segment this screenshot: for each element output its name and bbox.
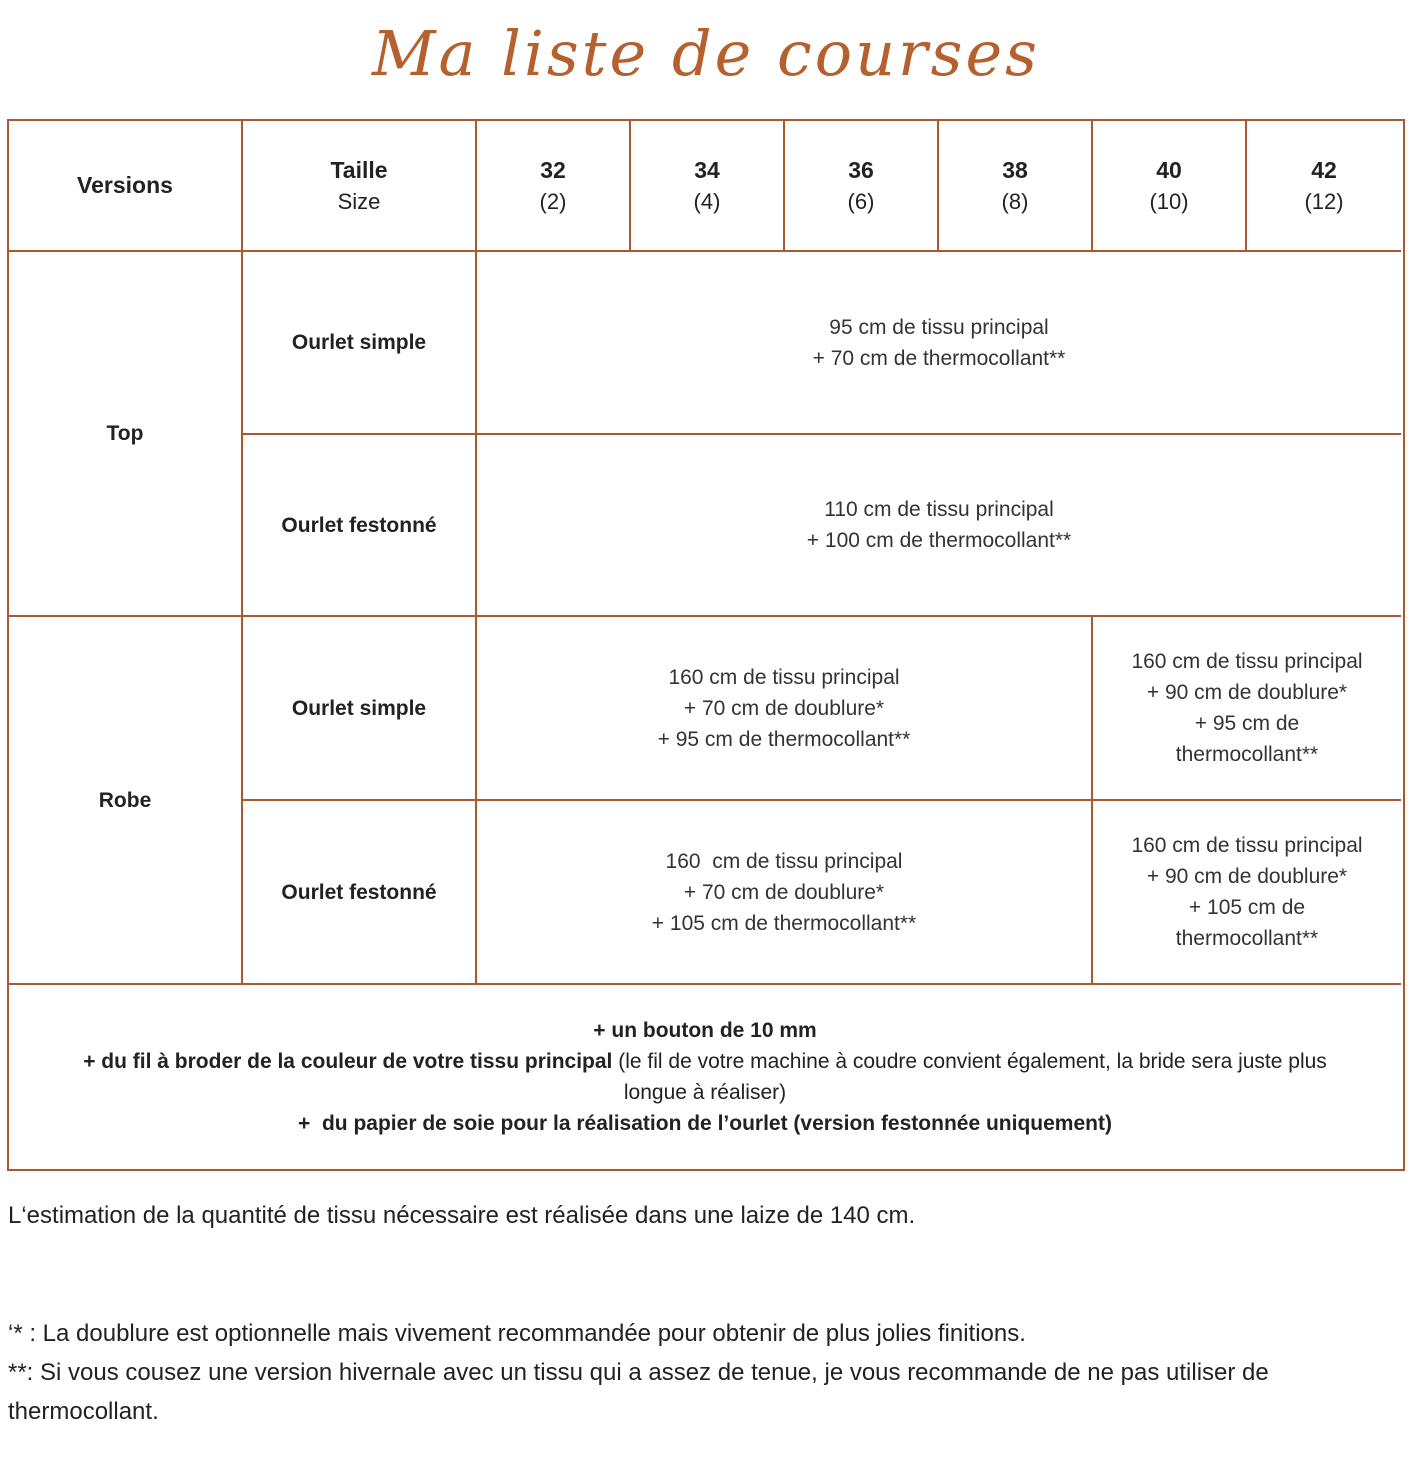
- top-festonne-quantities: 110 cm de tissu principal + 100 cm de th…: [477, 435, 1401, 617]
- size-fr: 38: [1002, 156, 1028, 183]
- fabric-width-note: L‘estimation de la quantité de tissu néc…: [8, 1202, 916, 1229]
- header-size-38: 38 (8): [939, 121, 1093, 252]
- size-us: (6): [847, 188, 875, 214]
- size-fr: 36: [848, 156, 874, 183]
- robe-festonne-quantities-small: 160 cm de tissu principal + 70 cm de dou…: [477, 801, 1093, 985]
- size-fr: 32: [540, 156, 566, 183]
- version-robe: Robe: [9, 617, 243, 985]
- size-fr: 40: [1156, 156, 1182, 183]
- quantity-line: + 105 cm de thermocollant**: [651, 911, 917, 935]
- size-fr: 34: [694, 156, 720, 183]
- robe-simple-label: Ourlet simple: [243, 617, 477, 801]
- robe-simple-quantities-large: 160 cm de tissu principal + 90 cm de dou…: [1093, 617, 1401, 801]
- quantity-line: + 100 cm de thermocollant**: [806, 529, 1072, 552]
- size-us: (8): [1001, 188, 1029, 214]
- header-size-42: 42 (12): [1247, 121, 1401, 252]
- top-simple-label: Ourlet simple: [243, 252, 477, 435]
- header-size-40: 40 (10): [1093, 121, 1247, 252]
- quantity-line: 110 cm de tissu principal: [824, 498, 1054, 521]
- quantity-line: 160 cm de tissu principal: [668, 665, 900, 689]
- header-taille: Taille: [330, 156, 388, 183]
- top-simple-quantities: 95 cm de tissu principal + 70 cm de ther…: [477, 252, 1401, 435]
- size-fr: 42: [1311, 156, 1337, 183]
- header-size-36: 36 (6): [785, 121, 939, 252]
- extras-thread-bold: + du fil à broder de la couleur de votre…: [83, 1050, 613, 1073]
- lining-footnote: ‘* : La doublure est optionnelle mais vi…: [8, 1320, 1026, 1347]
- header-size-en: Size: [337, 188, 381, 214]
- quantity-line: + 70 cm de doublure*: [683, 696, 885, 720]
- extras-button: + un bouton de 10 mm: [593, 1019, 817, 1042]
- quantity-line: + 95 cm de thermocollant**: [657, 727, 911, 751]
- header-size-34: 34 (4): [631, 121, 785, 252]
- quantity-line: thermocollant**: [1175, 927, 1319, 950]
- robe-simple-quantities-small: 160 cm de tissu principal + 70 cm de dou…: [477, 617, 1093, 801]
- extras-thread: + du fil à broder de la couleur de votre…: [49, 1046, 1361, 1108]
- size-us: (10): [1149, 188, 1189, 214]
- quantity-line: 160 cm de tissu principal: [665, 849, 903, 873]
- header-size-32: 32 (2): [477, 121, 631, 252]
- robe-festonne-label: Ourlet festonné: [243, 801, 477, 985]
- quantity-line: + 95 cm de: [1194, 712, 1300, 735]
- size-us: (12): [1304, 188, 1344, 214]
- quantity-line: + 70 cm de doublure*: [683, 880, 885, 904]
- header-versions: Versions: [9, 121, 243, 252]
- size-us: (2): [539, 188, 567, 214]
- quantity-line: + 105 cm de: [1188, 896, 1306, 919]
- quantity-line: + 70 cm de thermocollant**: [812, 346, 1066, 370]
- interfacing-footnote: **: Si vous cousez une version hivernale…: [8, 1359, 1269, 1425]
- header-size: Taille Size: [243, 121, 477, 252]
- shopping-list-table: Versions Taille Size 32 (2) 34 (4) 36 (6…: [7, 119, 1405, 1171]
- robe-festonne-quantities-large: 160 cm de tissu principal + 90 cm de dou…: [1093, 801, 1401, 985]
- quantity-line: 160 cm de tissu principal: [1131, 650, 1363, 673]
- top-festonne-label: Ourlet festonné: [243, 435, 477, 617]
- page-title: Ma liste de courses: [372, 17, 1040, 90]
- size-us: (4): [693, 188, 721, 214]
- quantity-line: 160 cm de tissu principal: [1131, 834, 1363, 857]
- version-top: Top: [9, 252, 243, 617]
- extras-thread-note: (le fil de votre machine à coudre convie…: [612, 1050, 1327, 1104]
- extras-cell: + un bouton de 10 mm + du fil à broder d…: [9, 985, 1401, 1169]
- quantity-line: + 90 cm de doublure*: [1146, 681, 1348, 704]
- quantity-line: 95 cm de tissu principal: [829, 315, 1049, 339]
- extras-paper: + du papier de soie pour la réalisation …: [298, 1112, 1112, 1135]
- quantity-line: + 90 cm de doublure*: [1146, 865, 1348, 888]
- quantity-line: thermocollant**: [1175, 743, 1319, 766]
